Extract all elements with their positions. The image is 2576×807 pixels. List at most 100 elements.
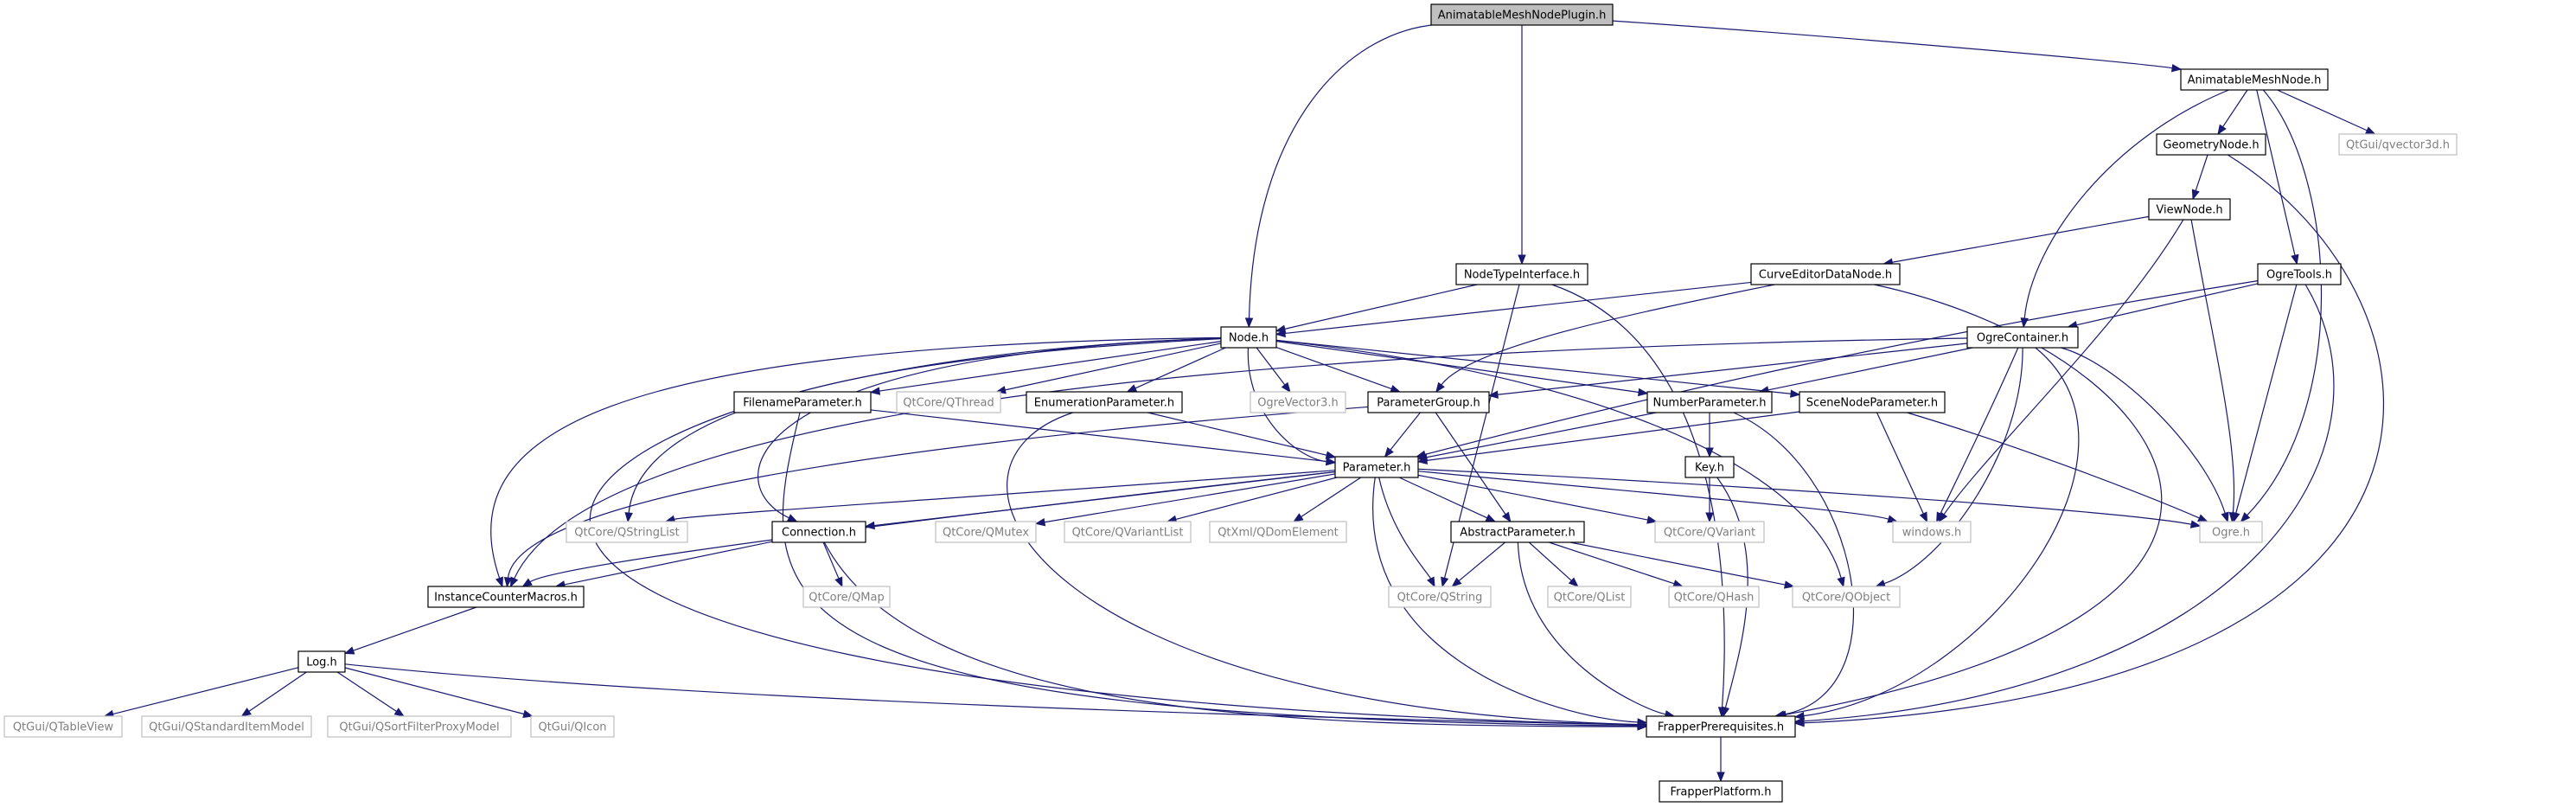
node-box [1684,456,1735,478]
node-label: QtGui/QIcon [538,721,606,734]
edge-node-h-to-ogrevector3-h [1256,347,1291,394]
node-label: FilenameParameter.h [743,397,861,410]
edge-scenenodeparameter-h-to-windows-h [1876,412,1928,523]
node-geometrynode-h[interactable]: GeometryNode.h [2156,133,2266,156]
edge-abstractparameter-h-to-qtcore-qhash [1549,541,1684,588]
node-qtcore-qmap: QtCore/QMap [802,586,891,608]
node-node-h[interactable]: Node.h [1220,326,1277,349]
node-label: QtCore/QVariantList [1072,527,1184,540]
node-qtgui-qvector3d-h: QtGui/qvector3d.h [2338,133,2458,156]
node-qtgui-qicon: QtGui/QIcon [530,715,615,738]
node-curveeditordatanode-h[interactable]: CurveEditorDataNode.h [1750,263,1901,285]
node-instancecountermacros-h[interactable]: InstanceCounterMacros.h [427,586,585,608]
node-abstractparameter-h[interactable]: AbstractParameter.h [1450,521,1585,543]
node-frapperplatform-h[interactable]: FrapperPlatform.h [1659,780,1783,803]
node-box [1646,715,1796,738]
node-label: OgreContainer.h [1977,332,2068,345]
node-windows-h: windows.h [1892,521,1972,543]
node-label: CurveEditorDataNode.h [1759,269,1892,282]
edge-parametergroup-h-to-parameter-h [1384,412,1421,458]
edge-instancecountermacros-h-to-log-h [343,606,477,655]
edge-node-h-to-numberparameter-h [1275,340,1649,397]
node-box [896,391,1001,413]
edge-animatablemeshnodeplugin-h-to-nodetypeinterface-h [1518,25,1526,266]
node-frapperprerequisites-h[interactable]: FrapperPrerequisites.h [1646,715,1796,738]
node-ogrevector3-h: OgreVector3.h [1250,391,1346,413]
edge-curveeditordatanode-h-to-node-h [1275,281,1752,338]
edge-connection-h-to-instancecountermacros-h [554,541,773,589]
node-scenenodeparameter-h[interactable]: SceneNodeParameter.h [1799,391,1946,413]
edge-ogrecontainer-h-to-parametergroup-h [1487,343,1968,399]
node-animatablemeshnodeplugin-h[interactable]: AnimatableMeshNodePlugin.h [1430,3,1614,26]
node-enumerationparameter-h[interactable]: EnumerationParameter.h [1026,391,1183,413]
node-box [1430,3,1614,26]
edge-nodetypeinterface-h-to-node-h [1275,284,1478,333]
node-box [1026,391,1183,413]
node-label: SceneNodeParameter.h [1806,397,1938,410]
edge-abstractparameter-h-to-qtcore-qlist [1528,541,1579,587]
edge-animatablemeshnode-h-to-geometrynode-h [2217,89,2248,136]
node-label: FrapperPrerequisites.h [1658,721,1784,734]
node-ogretools-h[interactable]: OgreTools.h [2257,263,2342,285]
node-box [1668,586,1760,608]
node-parameter-h[interactable]: Parameter.h [1334,456,1419,478]
node-ogrecontainer-h[interactable]: OgreContainer.h [1966,326,2079,349]
edge-parameter-h-to-windows-h [1417,471,1898,523]
node-label: InstanceCounterMacros.h [434,592,578,605]
node-qtcore-qlist: QtCore/QList [1547,586,1632,608]
edge-key-h-to-qtcore-qvariant [1705,477,1714,523]
node-qtcore-qmutex: QtCore/QMutex [935,521,1037,543]
node-animatablemeshnode-h[interactable]: AnimatableMeshNode.h [2180,68,2329,91]
node-box [1966,326,2079,349]
node-key-h[interactable]: Key.h [1684,456,1735,478]
node-label: Log.h [306,656,337,669]
nodes-layer: AnimatableMeshNodePlugin.hAnimatableMesh… [3,3,2458,803]
edge-log-h-to-qtgui-qtableview [103,667,299,719]
node-label: NumberParameter.h [1652,397,1766,410]
node-box [1450,521,1585,543]
node-box [2338,133,2458,156]
node-box [1209,521,1347,543]
node-log-h[interactable]: Log.h [297,650,346,673]
edge-abstractparameter-h-to-qtcore-qobject [1569,541,1795,589]
node-viewnode-h[interactable]: ViewNode.h [2148,198,2231,221]
node-connection-h[interactable]: Connection.h [771,521,866,543]
node-parametergroup-h[interactable]: ParameterGroup.h [1367,391,1490,413]
node-label: QtGui/QSortFilterProxyModel [339,721,499,734]
edge-numberparameter-h-to-frapperprerequisites-h [1733,412,1855,719]
node-box [2180,68,2329,91]
node-label: ParameterGroup.h [1377,397,1480,410]
node-qtgui-qstandarditemmodel: QtGui/QStandardItemModel [141,715,312,738]
edge-node-h-to-qtcore-qthread [995,343,1222,394]
edge-log-h-to-qtgui-qicon [344,667,534,718]
node-label: Ogre.h [2212,527,2250,540]
edge-parameter-h-to-qtxml-qdomelement [1293,477,1362,522]
node-label: QtGui/QTableView [13,721,114,734]
node-label: AbstractParameter.h [1460,527,1575,540]
node-label: Key.h [1695,462,1724,475]
edge-abstractparameter-h-to-qtcore-qstring [1451,541,1505,587]
edge-parameter-h-to-abstractparameter-h [1398,477,1497,522]
edge-connection-h-to-frapperprerequisites-h [823,541,1648,731]
edge-enumerationparameter-h-to-parameter-h [1147,412,1337,459]
edge-node-h-to-filenameparameter-h [869,341,1222,395]
edge-node-h-to-enumerationparameter-h [1126,347,1226,393]
edge-animatablemeshnode-h-to-qtgui-qvector3d-h [2277,89,2376,135]
node-box [1250,391,1346,413]
edge-node-h-to-instancecountermacros-h [490,336,1222,588]
edge-curveeditordatanode-h-to-frapperprerequisites-h [1775,284,2163,719]
node-box [1220,326,1277,349]
edge-ogretools-h-to-ogre-h [2232,284,2298,523]
node-numberparameter-h[interactable]: NumberParameter.h [1646,391,1773,413]
node-label: QtCore/QThread [903,397,994,410]
node-qtcore-qvariantlist: QtCore/QVariantList [1064,521,1192,543]
node-label: FrapperPlatform.h [1671,786,1772,799]
edge-parametergroup-h-to-abstractparameter-h [1435,412,1512,523]
edge-ogretools-h-to-ogrecontainer-h [2067,283,2259,330]
node-nodetypeinterface-h[interactable]: NodeTypeInterface.h [1455,263,1588,285]
node-filenameparameter-h[interactable]: FilenameParameter.h [733,391,872,413]
node-box [733,391,872,413]
node-box [1654,521,1765,543]
node-box [2199,521,2263,543]
node-box [2257,263,2342,285]
